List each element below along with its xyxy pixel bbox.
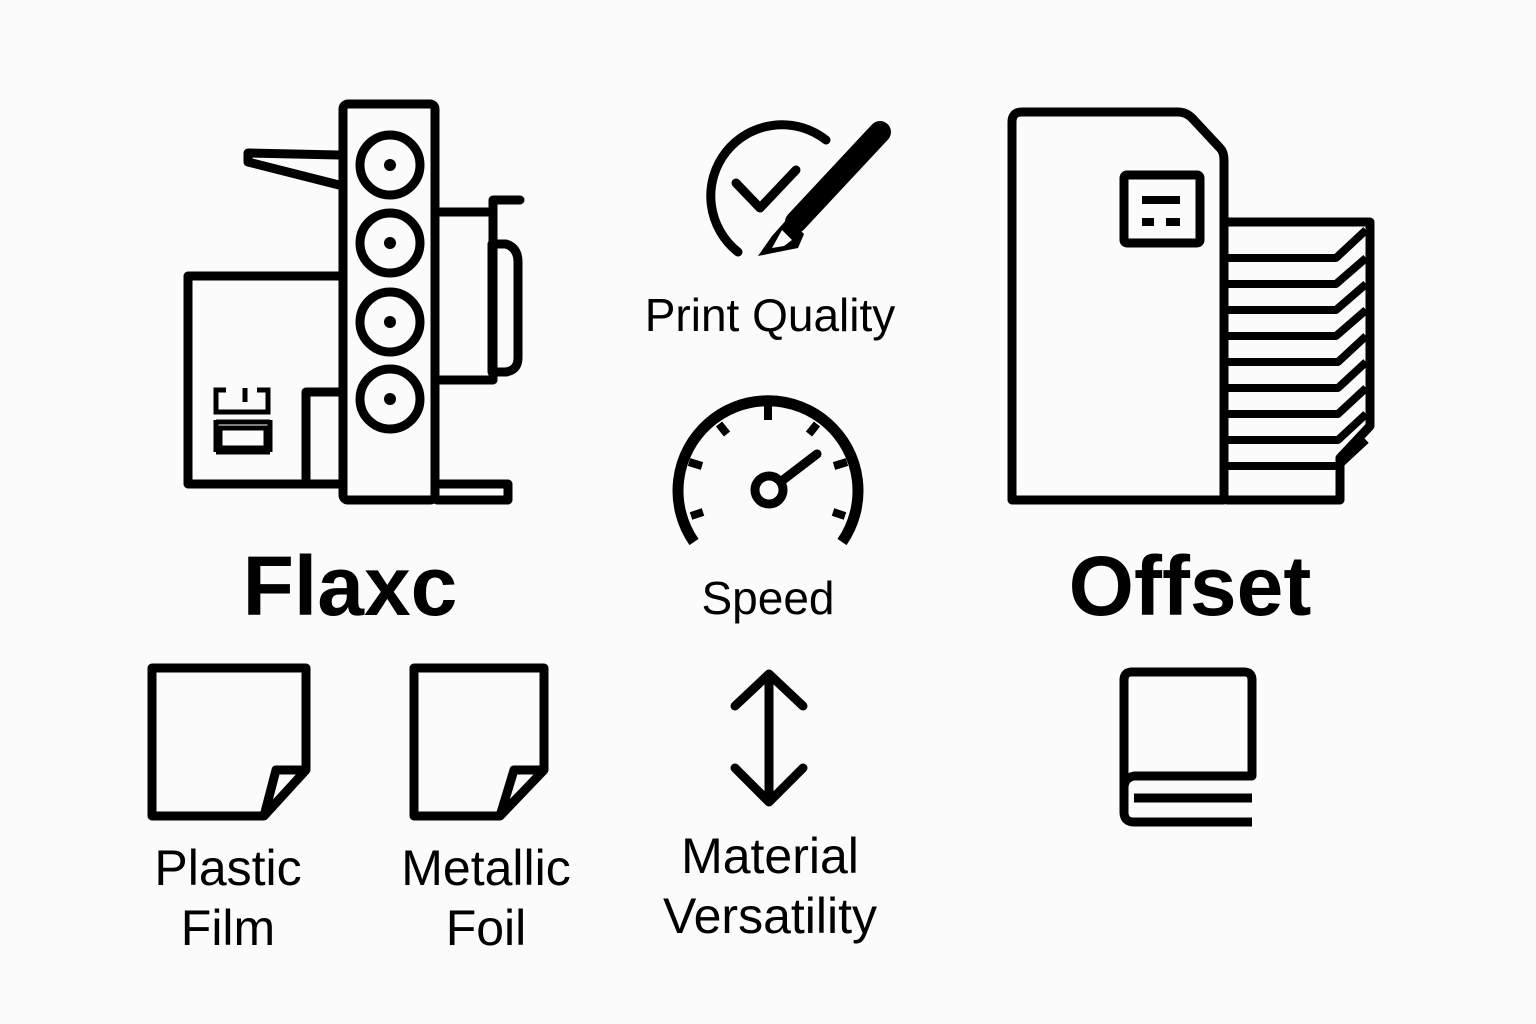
material-label: Metallic Foil: [401, 840, 571, 956]
sheet-curled-corner-icon: [147, 663, 311, 821]
material-label: Plastic Film: [154, 840, 302, 956]
flexo-press-icon: [183, 99, 525, 505]
check-pen-icon: [706, 120, 891, 257]
feature-label: Speed: [701, 572, 835, 624]
sheet-curled-corner-icon: [409, 663, 549, 821]
speedometer-icon: [672, 395, 864, 546]
vertical-arrow-icon: [730, 669, 808, 807]
offset-press-icon: [1007, 107, 1375, 505]
flexo-title: Flaxc: [242, 539, 458, 633]
feature-label: Print Quality: [644, 289, 896, 341]
feature-label: Material Versatility: [663, 828, 877, 944]
book-icon: [1119, 667, 1257, 827]
offset-title: Offset: [1068, 539, 1312, 633]
